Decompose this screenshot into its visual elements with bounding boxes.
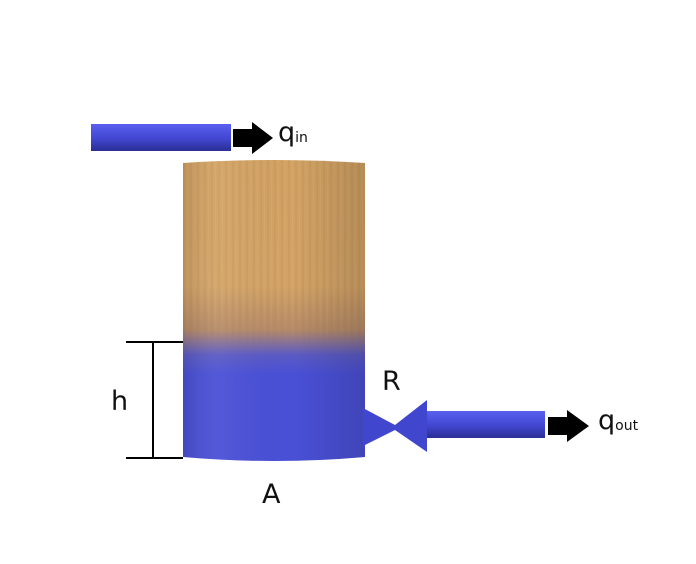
bowtie-valve-icon [363,400,427,452]
inflow-pipe [91,124,231,151]
outflow-pipe [427,411,545,438]
tank [183,160,365,461]
area-label: A [262,479,281,510]
level-dimension [126,341,183,459]
resistance-label: R [382,366,401,397]
flow-out-subscript: out [615,418,638,434]
flow-out-label: qout [598,405,639,436]
flow-in-subscript: in [295,130,308,146]
flow-in-symbol: q [278,117,295,148]
arrow-right-icon [233,122,273,154]
flow-out-symbol: q [598,405,615,436]
flow-in-label: qin [278,117,308,148]
arrow-right-icon [548,410,589,442]
level-label: h [111,386,128,417]
